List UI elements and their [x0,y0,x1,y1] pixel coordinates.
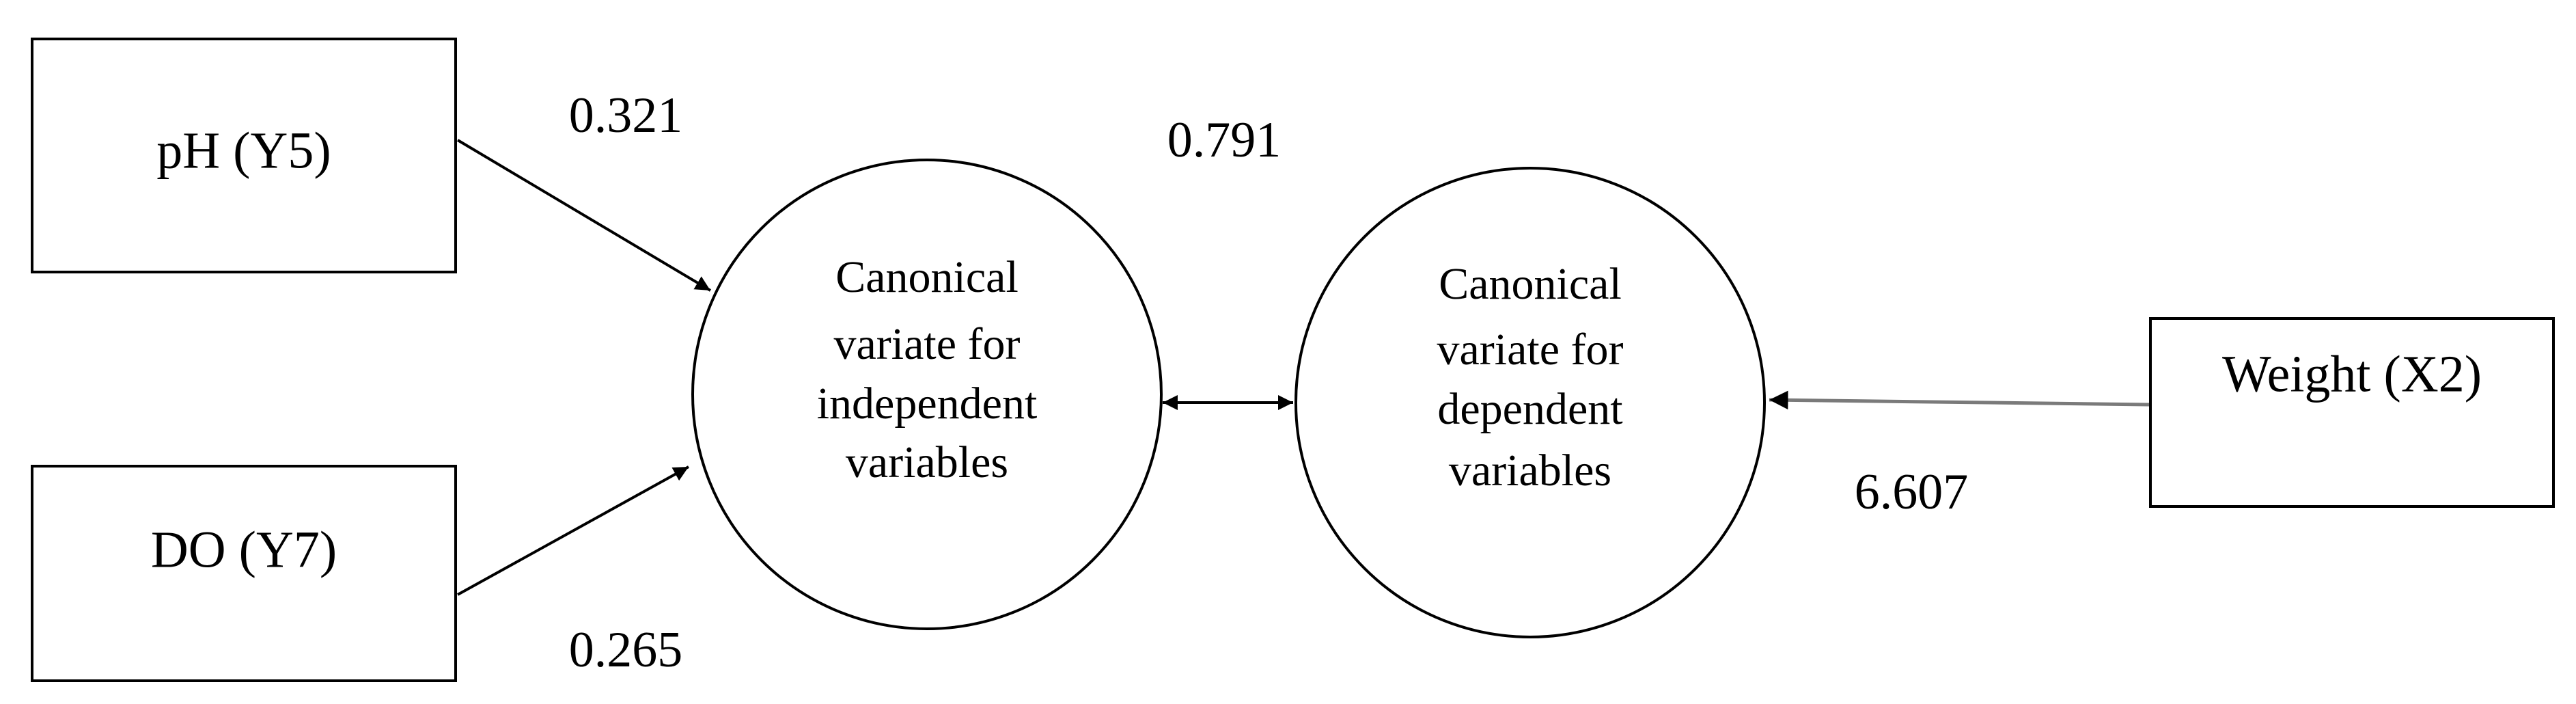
node-ph: pH (Y5) [31,38,457,273]
node-dependent-line-1: Canonical [1439,259,1622,309]
node-independent-line-3: independent [817,379,1038,429]
node-do-label: DO (Y7) [151,521,337,578]
node-independent-line-2: variate for [834,319,1021,369]
node-ph-label: pH (Y5) [156,122,331,179]
node-weight-label: Weight (X2) [2222,345,2482,403]
coef-do-label: 0.265 [569,622,683,678]
node-weight: Weight (X2) [2149,317,2555,508]
coef-weight-label: 6.607 [1855,464,1969,520]
edge-weight-to-dependent [1769,390,2150,410]
node-independent-variate: Canonical variate for independent variab… [691,159,1163,630]
coef-ph-label: 0.321 [569,87,683,144]
node-dependent-line-4: variables [1449,446,1611,496]
node-do: DO (Y7) [31,465,457,682]
node-dependent-line-3: dependent [1437,384,1622,434]
coef-canonical-label: 0.791 [1167,112,1282,168]
edge-do-to-independent [457,465,689,596]
node-dependent-line-2: variate for [1437,325,1624,375]
edge-ph-to-independent [456,139,712,292]
node-independent-line-1: Canonical [835,252,1019,302]
node-independent-line-4: variables [846,437,1008,487]
node-dependent-variate: Canonical variate for dependent variable… [1294,167,1766,638]
